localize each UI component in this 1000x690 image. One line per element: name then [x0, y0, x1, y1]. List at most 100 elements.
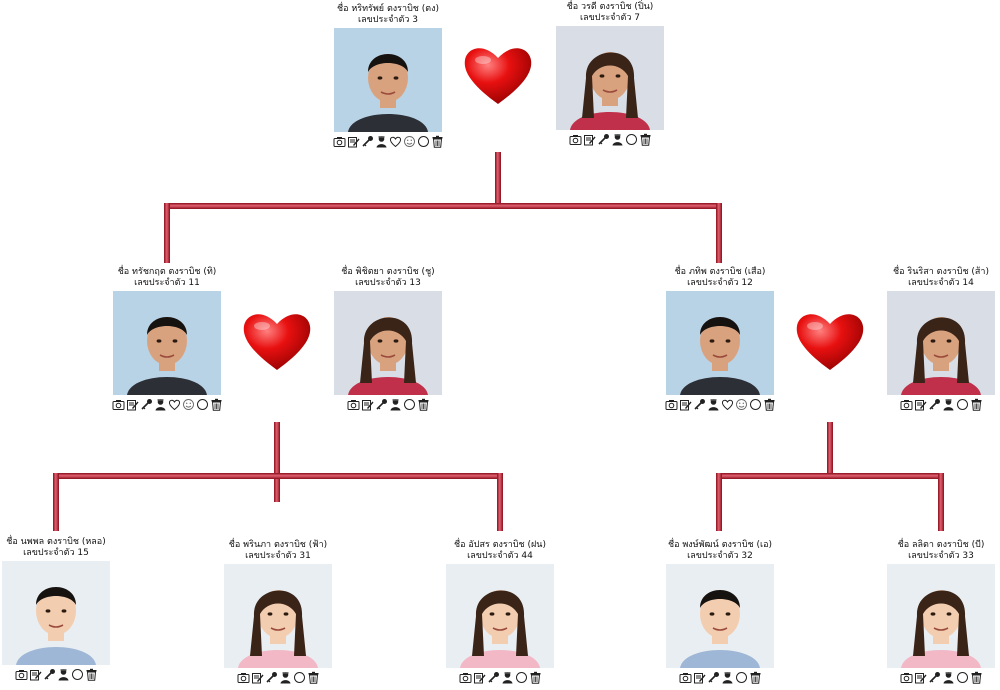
key-icon[interactable] [928, 671, 941, 684]
person-photo[interactable] [224, 564, 332, 668]
camera-icon[interactable] [900, 671, 913, 684]
circle-icon[interactable] [956, 398, 969, 411]
trash-icon[interactable] [749, 671, 762, 684]
person-photo[interactable] [887, 564, 995, 668]
person-icon[interactable] [721, 671, 734, 684]
edit-icon[interactable] [914, 671, 927, 684]
circle-icon[interactable] [196, 398, 209, 411]
person-photo[interactable] [113, 291, 221, 395]
key-icon[interactable] [693, 398, 706, 411]
smiley-icon[interactable] [735, 398, 748, 411]
person-card[interactable]: ชื่อ พงษ์พัฒน์ ตงราบิช (เอ)เลขประจำตัว 3… [660, 540, 780, 684]
circle-icon[interactable] [749, 398, 762, 411]
person-icon[interactable] [501, 671, 514, 684]
trash-icon[interactable] [970, 671, 983, 684]
trash-icon[interactable] [431, 135, 444, 148]
camera-icon[interactable] [900, 398, 913, 411]
person-icon[interactable] [375, 135, 388, 148]
person-photo[interactable] [334, 28, 442, 132]
person-icon[interactable] [707, 398, 720, 411]
person-icon[interactable] [389, 398, 402, 411]
edit-icon[interactable] [126, 398, 139, 411]
person-icon[interactable] [942, 398, 955, 411]
camera-icon[interactable] [459, 671, 472, 684]
trash-icon[interactable] [210, 398, 223, 411]
circle-icon[interactable] [735, 671, 748, 684]
person-icon[interactable] [57, 668, 70, 681]
person-actions [0, 667, 116, 681]
key-icon[interactable] [707, 671, 720, 684]
person-photo[interactable] [666, 564, 774, 668]
person-photo[interactable] [556, 26, 664, 130]
person-photo[interactable] [446, 564, 554, 668]
edit-icon[interactable] [473, 671, 486, 684]
heart-outline-icon[interactable] [168, 398, 181, 411]
camera-icon[interactable] [347, 398, 360, 411]
camera-icon[interactable] [237, 671, 250, 684]
edit-icon[interactable] [29, 668, 42, 681]
person-card[interactable]: ชื่อ พิชิตยา ตงราบิช (ชู)เลขประจำตัว 13 [328, 267, 448, 411]
person-card[interactable]: ชื่อ ทรัชกฤต ตงราบิช (ทิ)เลขประจำตัว 11 [107, 267, 227, 411]
trash-icon[interactable] [307, 671, 320, 684]
camera-icon[interactable] [569, 133, 582, 146]
key-icon[interactable] [361, 135, 374, 148]
key-icon[interactable] [43, 668, 56, 681]
person-card[interactable]: ชื่อ ลลิตา ตงราบิช (บี)เลขประจำตัว 33 [881, 540, 1000, 684]
person-photo[interactable] [2, 561, 110, 665]
camera-icon[interactable] [112, 398, 125, 411]
person-icon[interactable] [611, 133, 624, 146]
edit-icon[interactable] [347, 135, 360, 148]
edit-icon[interactable] [914, 398, 927, 411]
connector-line [497, 473, 503, 531]
smiley-icon[interactable] [403, 135, 416, 148]
trash-icon[interactable] [970, 398, 983, 411]
person-actions [881, 397, 1000, 411]
circle-icon[interactable] [71, 668, 84, 681]
key-icon[interactable] [487, 671, 500, 684]
circle-icon[interactable] [515, 671, 528, 684]
heart-outline-icon[interactable] [389, 135, 402, 148]
person-card[interactable]: ชื่อ วรดี ตงราบิช (ปิ่น)เลขประจำตัว 7 [550, 2, 670, 146]
person-card[interactable]: ชื่อ พรินภา ตงราบิช (ฟ้า)เลขประจำตัว 31 [218, 540, 338, 684]
person-card[interactable]: ชื่อ นพพล ตงราบิช (หลอ)เลขประจำตัว 15 [0, 537, 116, 681]
person-photo[interactable] [334, 291, 442, 395]
trash-icon[interactable] [85, 668, 98, 681]
person-card[interactable]: ชื่อ อัปสร ตงราบิช (ฝน)เลขประจำตัว 44 [440, 540, 560, 684]
heart-icon [464, 48, 532, 104]
person-icon[interactable] [942, 671, 955, 684]
circle-icon[interactable] [417, 135, 430, 148]
camera-icon[interactable] [333, 135, 346, 148]
camera-icon[interactable] [665, 398, 678, 411]
key-icon[interactable] [597, 133, 610, 146]
camera-icon[interactable] [15, 668, 28, 681]
trash-icon[interactable] [529, 671, 542, 684]
key-icon[interactable] [375, 398, 388, 411]
person-photo[interactable] [887, 291, 995, 395]
trash-icon[interactable] [417, 398, 430, 411]
person-card[interactable]: ชื่อ หริทรัพย์ ตงราบิช (ตง)เลขประจำตัว 3 [328, 4, 448, 148]
camera-icon[interactable] [679, 671, 692, 684]
circle-icon[interactable] [625, 133, 638, 146]
key-icon[interactable] [928, 398, 941, 411]
trash-icon[interactable] [639, 133, 652, 146]
person-card[interactable]: ชื่อ ภทิพ ตงราบิช (เสือ)เลขประจำตัว 12 [660, 267, 780, 411]
circle-icon[interactable] [956, 671, 969, 684]
edit-icon[interactable] [361, 398, 374, 411]
connector-line [495, 152, 501, 206]
edit-icon[interactable] [583, 133, 596, 146]
edit-icon[interactable] [693, 671, 706, 684]
trash-icon[interactable] [763, 398, 776, 411]
person-icon[interactable] [154, 398, 167, 411]
person-photo[interactable] [666, 291, 774, 395]
smiley-icon[interactable] [182, 398, 195, 411]
heart-outline-icon[interactable] [721, 398, 734, 411]
key-icon[interactable] [265, 671, 278, 684]
circle-icon[interactable] [403, 398, 416, 411]
edit-icon[interactable] [251, 671, 264, 684]
key-icon[interactable] [140, 398, 153, 411]
person-card[interactable]: ชื่อ รินริสา ตงราบิช (ส้า)เลขประจำตัว 14 [881, 267, 1000, 411]
circle-icon[interactable] [293, 671, 306, 684]
person-icon[interactable] [279, 671, 292, 684]
edit-icon[interactable] [679, 398, 692, 411]
person-actions [328, 134, 448, 148]
